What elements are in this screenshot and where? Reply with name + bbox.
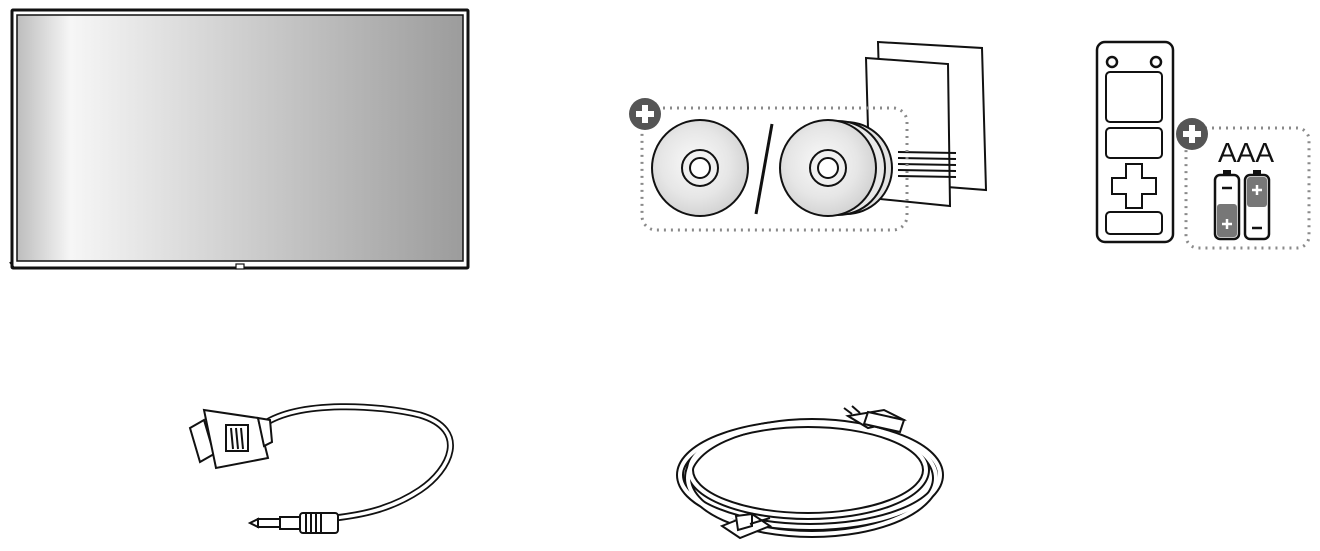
- battery-icon: [1213, 170, 1241, 241]
- or-slash: [754, 123, 774, 215]
- plus-circle-icon: [629, 98, 661, 130]
- battery-icon: [1243, 170, 1271, 241]
- power-cord-illustration: [676, 405, 944, 540]
- cd-disc-icon: [651, 119, 749, 217]
- remote-and-batteries-illustration: AAA: [1095, 40, 1311, 250]
- rs232-cable-illustration: [188, 403, 454, 534]
- power-connector-icon: [719, 512, 773, 540]
- optional-items-border: [640, 106, 909, 232]
- db9-connector-icon: [188, 408, 274, 470]
- monitor-illustration: [9, 8, 470, 270]
- battery-type-label: AAA: [1218, 137, 1274, 168]
- plus-circle-icon: [1176, 118, 1208, 150]
- optional-items-border: [1184, 126, 1311, 250]
- cd-disc-stack-icon: [779, 119, 893, 217]
- audio-jack-plug-icon: [247, 512, 339, 534]
- power-indicator-icon: [235, 263, 245, 270]
- power-plug-icon: [843, 405, 907, 434]
- cds-and-manuals-illustration: [629, 40, 988, 232]
- remote-control-icon: [1095, 40, 1175, 244]
